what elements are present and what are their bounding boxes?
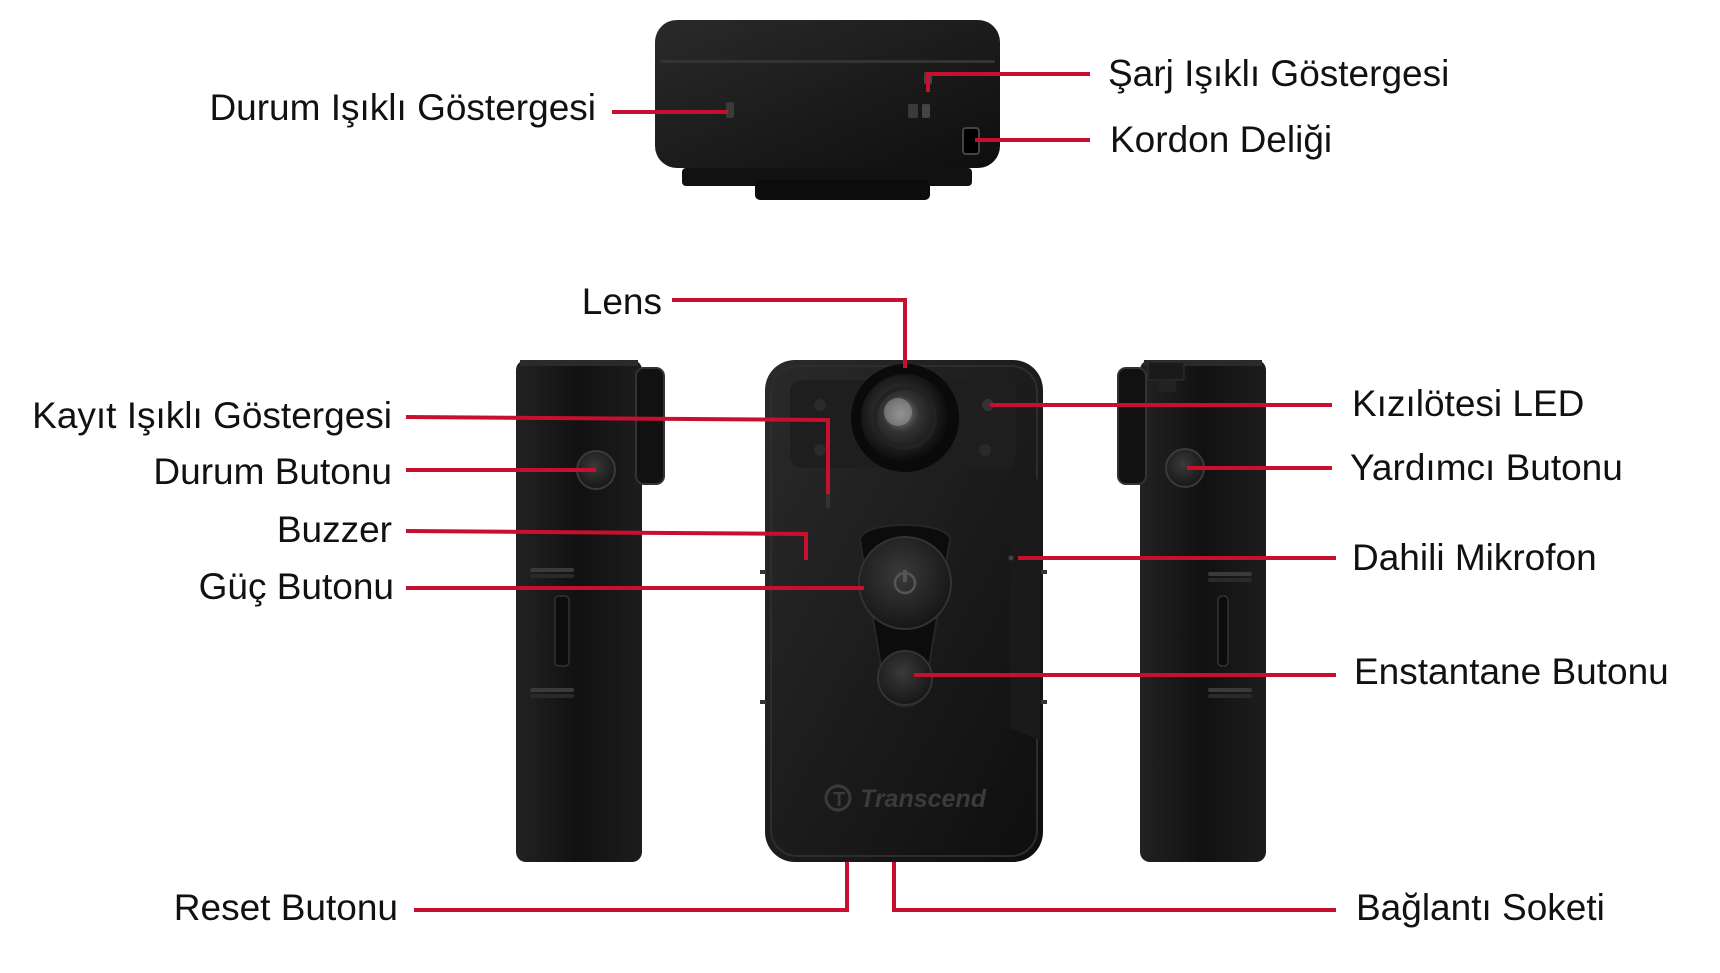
brand-name: Transcend bbox=[860, 785, 987, 813]
label-status-led: Durum Işıklı Göstergesi bbox=[209, 87, 596, 128]
label-record-led: Kayıt Işıklı Göstergesi bbox=[32, 395, 392, 436]
label-buzzer: Buzzer bbox=[276, 509, 392, 550]
svg-text:T: T bbox=[833, 789, 845, 811]
top-view bbox=[655, 20, 1000, 200]
label-lanyard-hole: Kordon Deliği bbox=[1110, 119, 1333, 160]
leader-connector bbox=[892, 862, 1336, 912]
label-status-button: Durum Butonu bbox=[153, 451, 392, 492]
label-charge-led: Şarj Işıklı Göstergesi bbox=[1108, 53, 1450, 94]
label-connector: Bağlantı Soketi bbox=[1356, 887, 1605, 928]
leader-lines bbox=[405, 72, 1336, 912]
label-aux-button: Yardımcı Butonu bbox=[1350, 447, 1623, 488]
label-infrared-led: Kızılötesi LED bbox=[1352, 383, 1585, 424]
leader-charge-led bbox=[926, 72, 1090, 92]
leader-reset-button bbox=[414, 862, 849, 912]
leader-lens bbox=[672, 298, 907, 368]
snapshot-button bbox=[877, 650, 933, 706]
label-lens: Lens bbox=[581, 281, 662, 322]
label-microphone: Dahili Mikrofon bbox=[1352, 537, 1597, 578]
left-side-view bbox=[516, 360, 665, 862]
label-power-button: Güç Butonu bbox=[198, 566, 394, 607]
right-side-view bbox=[1117, 360, 1266, 862]
front-view: T Transcend bbox=[760, 360, 1047, 862]
label-snapshot-button: Enstantane Butonu bbox=[1354, 651, 1669, 692]
infrared-led bbox=[982, 399, 994, 411]
microphone bbox=[1008, 555, 1014, 561]
leader-buzzer bbox=[405, 529, 808, 560]
leader-record-led bbox=[405, 415, 830, 494]
power-button bbox=[858, 536, 952, 630]
label-reset-button: Reset Butonu bbox=[173, 887, 398, 928]
transcend-logo: T Transcend bbox=[824, 784, 987, 813]
